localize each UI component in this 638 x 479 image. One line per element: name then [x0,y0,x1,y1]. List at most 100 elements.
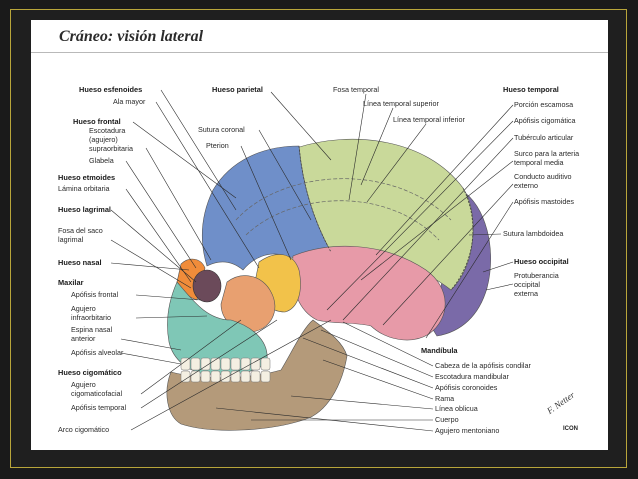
label-hueso-parietal: Hueso parietal [212,85,263,94]
leader-line [160,89,237,211]
label-hueso-frontal: Hueso frontal [73,117,121,126]
label-apofisis-mastoides: Apófisis mastoides [514,197,574,206]
label-glabela: Glabela [89,156,114,165]
leader-line [342,321,434,367]
label-fosa-saco-2: lagrimal [58,235,84,244]
inferior-temporal-line [245,200,440,241]
label-hueso-occipital: Hueso occipital [514,257,569,266]
teeth [180,357,271,383]
label-arco-cigomatico: Arco cigomático [58,425,109,434]
leader-line [258,129,312,221]
upper-tooth [260,357,271,371]
labels-mandible: Mandíbula Cabeza de la apófisis condilar… [421,346,531,435]
label-linea-temporal-superior: Línea temporal superior [363,99,440,108]
leader-line [125,188,192,283]
orbit [192,269,222,303]
leader-line [482,261,514,273]
labels-top: Hueso parietal Sutura coronal Pterion Fo… [198,85,466,150]
label-rama: Rama [435,394,454,403]
label-surco-1: Surco para la arteria [514,149,579,158]
coronal-suture [298,145,332,253]
temporal-bone [291,245,446,341]
label-conducto-2: externo [514,181,538,190]
label-hueso-lagrimal: Hueso lagrimal [58,205,111,214]
leader-line [375,104,514,256]
lower-tooth [210,370,221,383]
label-hueso-cigomatico: Hueso cigomático [58,368,122,377]
leader-line [342,137,514,321]
labels-right: Hueso temporal Porción escamosa Apófisis… [503,85,579,298]
leader-line [320,329,434,378]
label-apofisis-frontal: Apófisis frontal [71,290,119,299]
label-agujero-infra-2: infraorbitario [71,313,111,322]
lower-tooth [200,370,211,383]
label-fosa-temporal: Fosa temporal [333,85,379,94]
label-linea-oblicua: Línea oblicua [435,404,478,413]
label-ala-mayor: Ala mayor [113,97,146,106]
upper-tooth [220,357,231,371]
label-surco-2: temporal media [514,158,564,167]
label-agujero-cig-1: Agujero [71,380,96,389]
labels-left: Hueso esfenoides Ala mayor Hueso frontal… [58,85,146,434]
slide: Cráneo: visión lateral [31,20,608,450]
lower-tooth [260,370,271,383]
label-hueso-etmoides: Hueso etmoides [58,173,115,182]
leader-line [326,120,514,311]
upper-tooth [240,357,251,371]
mandible-bone [166,319,348,431]
leader-line [140,319,242,395]
leader-line [132,121,237,199]
leader-line [120,338,182,351]
label-porcion-escamosa: Porción escamosa [514,100,573,109]
leader-line [348,93,367,201]
label-conducto-1: Conducto auditivo [514,172,572,181]
label-escotadura-2: (agujero) [89,135,118,144]
leader-line [240,145,292,261]
leader-line [485,283,514,291]
label-apofisis-temporal: Apófisis temporal [71,403,127,412]
leader-line [215,407,434,432]
label-tuberculo-articular: Tubérculo articular [514,133,574,142]
label-linea-temporal-inferior: Línea temporal inferior [393,115,466,124]
lower-tooth [190,370,201,383]
title-divider [31,52,608,53]
label-sutura-coronal: Sutura coronal [198,125,245,134]
label-apofisis-alveolar: Apófisis alveolar [71,348,124,357]
label-hueso-temporal: Hueso temporal [503,85,559,94]
upper-tooth [230,357,241,371]
leader-line [382,183,514,326]
leader-line [110,262,190,271]
lower-tooth [250,370,261,383]
lambdoid-suture [450,187,474,291]
label-hueso-esfenoides: Hueso esfenoides [79,85,142,94]
label-protuberancia-3: externa [514,289,538,298]
leader-line [322,359,434,400]
label-lamina-orbitaria: Lámina orbitaria [58,184,110,193]
label-escotadura-mandibular: Escotadura mandibular [435,372,510,381]
label-pterion: Pterion [206,141,229,150]
upper-tooth [200,357,211,371]
label-escotadura-3: supraorbitaria [89,144,133,153]
label-escotadura-1: Escotadura [89,126,125,135]
label-fosa-saco-1: Fosa del saco [58,226,103,235]
leader-line [290,395,434,410]
leader-line [360,160,514,281]
leader-line [120,352,182,365]
publisher-logo: ICON [563,426,578,432]
leader-line [135,315,208,319]
leader-line [468,233,502,236]
skull-diagram: Hueso esfenoides Ala mayor Hueso frontal… [58,85,579,435]
leader-line [135,294,202,301]
leader-line [366,123,427,203]
skull-illustration [166,139,491,431]
label-cuerpo: Cuerpo [435,415,459,424]
leader-line [270,91,332,161]
label-protuberancia-1: Protuberancia [514,271,559,280]
leader-line [425,201,514,339]
label-agujero-mentoniano: Agujero mentoniano [435,426,499,435]
label-mandibula: Mandíbula [421,346,458,355]
label-espina-nasal-1: Espina nasal [71,325,113,334]
leader-line [125,160,197,269]
leader-lines [110,89,514,432]
leader-line [145,147,212,261]
